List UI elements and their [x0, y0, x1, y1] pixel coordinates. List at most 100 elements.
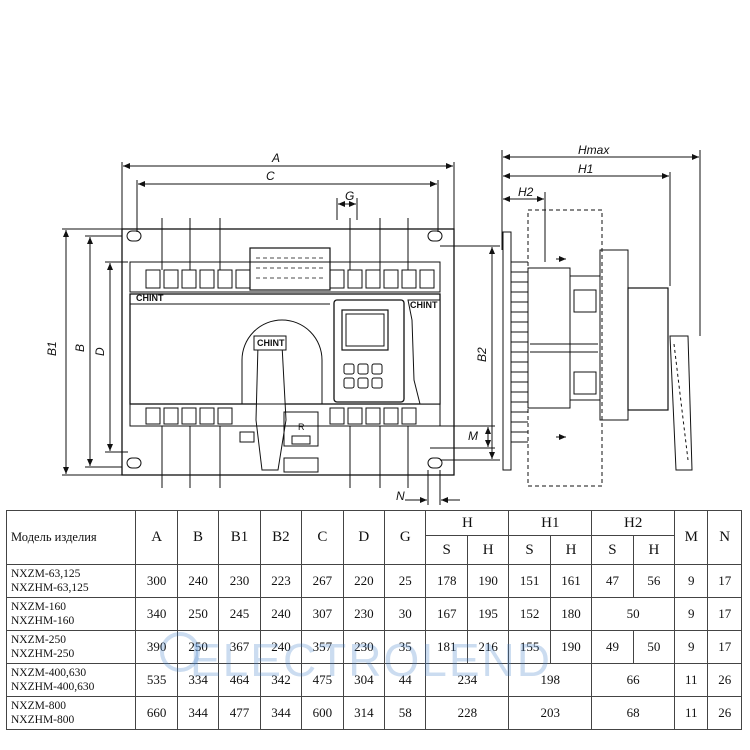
front-view	[62, 162, 500, 505]
dim-B-label: B	[73, 344, 87, 352]
cell-C: 357	[301, 630, 344, 664]
header-model: Модель изделия	[5, 510, 137, 565]
cell-H2: 50	[591, 597, 676, 631]
cell-H-H: 190	[466, 564, 510, 598]
cell-D: 230	[342, 597, 386, 631]
watermark-logo-icon	[160, 632, 200, 672]
cell-B2: 240	[259, 630, 303, 664]
cell-G: 44	[384, 663, 427, 697]
cell-A: 535	[135, 663, 178, 697]
cell-H2-S: 49	[591, 630, 634, 664]
cell-H2: 68	[591, 696, 676, 730]
header-G: G	[384, 510, 427, 565]
cell-B2: 223	[259, 564, 303, 598]
cell-B1: 464	[218, 663, 261, 697]
dim-M-label: M	[468, 429, 478, 443]
cell-M: 11	[674, 696, 709, 730]
cell-D: 220	[342, 564, 386, 598]
cell-B: 240	[176, 564, 220, 598]
dim-Hmax-label: Hmax	[578, 143, 610, 157]
cell-H1: 203	[508, 696, 593, 730]
cell-H-S: 181	[425, 630, 468, 664]
cell-H1-S: 152	[508, 597, 551, 631]
dim-G-label: G	[345, 189, 354, 203]
cell-C: 475	[301, 663, 344, 697]
cell-H1-H: 190	[549, 630, 593, 664]
cell-A: 660	[135, 696, 178, 730]
brand-label-handle: CHINT	[257, 338, 285, 348]
header-M: M	[674, 510, 709, 565]
brand-label-right: CHINT	[410, 300, 438, 310]
cell-H-H: 195	[466, 597, 510, 631]
cell-B: 250	[176, 597, 220, 631]
cell-A: 300	[135, 564, 178, 598]
cell-N: 17	[707, 630, 742, 664]
brand-label-left: CHINT	[136, 293, 164, 303]
cell-C: 307	[301, 597, 344, 631]
dim-B1-label: B1	[45, 341, 59, 356]
dim-H2-label: H2	[518, 185, 534, 199]
cell-B2: 344	[259, 696, 303, 730]
cell-D: 230	[342, 630, 386, 664]
header-D: D	[342, 510, 386, 565]
subheader-S: S	[508, 535, 551, 565]
cell-H-S: 178	[425, 564, 468, 598]
header-C: C	[301, 510, 344, 565]
cell-N: 26	[707, 696, 742, 730]
header-B: B	[176, 510, 220, 565]
side-view	[501, 150, 701, 487]
cell-H2-H: 50	[632, 630, 676, 664]
cell-G: 58	[384, 696, 427, 730]
cell-N: 17	[707, 597, 742, 631]
subheader-S: S	[591, 535, 634, 565]
cell-M: 9	[674, 564, 709, 598]
cell-B1: 367	[218, 630, 261, 664]
header-B1: B1	[218, 510, 261, 565]
cell-H: 234	[425, 663, 510, 697]
table-subheader-row: S H S H S H	[7, 535, 742, 565]
header-N: N	[707, 510, 742, 565]
cell-H1-S: 155	[508, 630, 551, 664]
subheader-H: H	[549, 535, 593, 565]
cell-M: 9	[674, 630, 709, 664]
table-header-row: Модель изделия A B B1 B2 C D G H H1 H2 M…	[5, 510, 742, 565]
cell-B2: 342	[259, 663, 303, 697]
cell-N: 26	[707, 663, 742, 697]
cell-H1-H: 180	[549, 597, 593, 631]
cell-G: 35	[384, 630, 427, 664]
cell-B1: 477	[218, 696, 261, 730]
cell-H: 228	[425, 696, 510, 730]
cell-B: 344	[176, 696, 220, 730]
dim-D-label: D	[93, 347, 107, 356]
cell-G: 30	[384, 597, 427, 631]
cell-D: 314	[342, 696, 386, 730]
dim-C-label: C	[266, 169, 275, 183]
dim-H1-label: H1	[578, 162, 593, 176]
cell-B1: 230	[218, 564, 261, 598]
cell-H-S: 167	[425, 597, 468, 631]
header-H1: H1	[508, 510, 593, 536]
dim-A-label: A	[271, 151, 280, 165]
cell-H1-S: 151	[508, 564, 551, 598]
cell-B1: 245	[218, 597, 261, 631]
cell-M: 11	[674, 663, 709, 697]
cell-C: 600	[301, 696, 344, 730]
dim-N-label: N	[396, 489, 405, 503]
cell-H-H: 216	[466, 630, 510, 664]
cell-B2: 240	[259, 597, 303, 631]
dimensions-table: Модель изделия A B B1 B2 C D G H H1 H2 M…	[5, 510, 742, 730]
technical-drawing: A C G B1 B D B2 M N CHINT CHINT CHINT R	[45, 143, 701, 505]
header-A: A	[135, 510, 178, 565]
cell-N: 17	[707, 564, 742, 598]
cell-D: 304	[342, 663, 386, 697]
cell-H1: 198	[508, 663, 593, 697]
subheader-S: S	[425, 535, 468, 565]
